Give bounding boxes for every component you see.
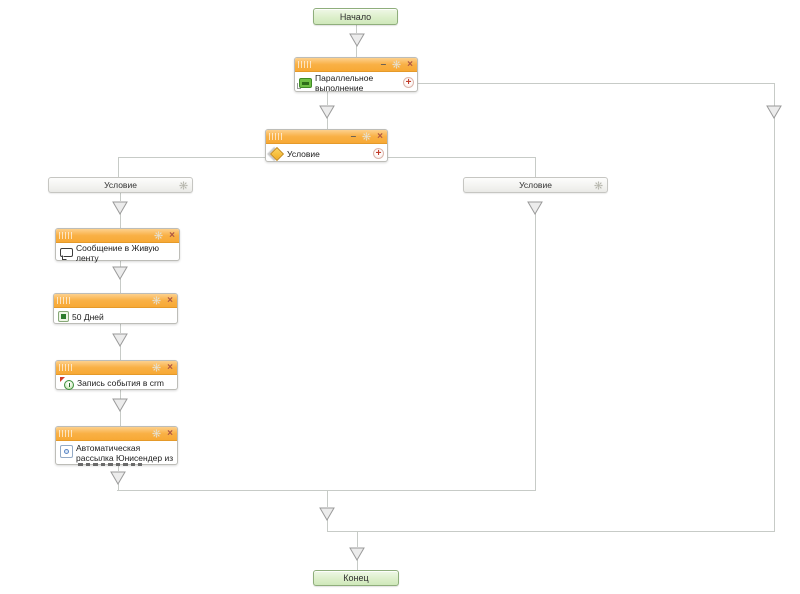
activity-block-mailing[interactable]: × Автоматическая рассылка Юнисендер из bbox=[55, 426, 178, 466]
condition-branch-right[interactable]: Условие bbox=[463, 177, 608, 193]
mailing-icon bbox=[60, 445, 73, 458]
connector-line bbox=[118, 465, 119, 471]
settings-icon[interactable] bbox=[594, 181, 603, 190]
connector-line bbox=[357, 531, 358, 547]
condition-diamond-icon bbox=[269, 146, 285, 161]
close-icon[interactable]: × bbox=[167, 294, 173, 306]
add-branch-button[interactable]: + bbox=[373, 148, 384, 159]
connector-line bbox=[120, 390, 121, 399]
settings-icon[interactable] bbox=[392, 60, 401, 69]
flow-arrow-down-icon bbox=[349, 547, 365, 561]
end-node-label: Конец bbox=[343, 573, 369, 583]
block-titlebar[interactable]: × bbox=[54, 294, 177, 308]
connector-line bbox=[117, 490, 536, 491]
connector-line bbox=[418, 83, 775, 84]
close-icon[interactable]: × bbox=[167, 427, 173, 439]
close-icon[interactable]: × bbox=[377, 130, 383, 142]
connector-line bbox=[118, 157, 119, 177]
connector-line bbox=[356, 46, 357, 57]
settings-icon[interactable] bbox=[152, 429, 161, 438]
drag-grip-icon bbox=[59, 364, 72, 371]
activity-block-delay[interactable]: × 50 Дней bbox=[53, 293, 178, 324]
connector-line bbox=[356, 24, 357, 33]
connector-line bbox=[327, 519, 328, 531]
flow-arrow-down-icon bbox=[319, 507, 335, 521]
connector-line bbox=[327, 490, 328, 507]
minimize-icon[interactable]: – bbox=[350, 131, 357, 142]
block-title: Автоматическая рассылка Юнисендер из bbox=[76, 443, 174, 463]
drag-grip-icon bbox=[298, 61, 311, 68]
connector-line bbox=[327, 118, 328, 129]
flow-arrow-down-icon bbox=[766, 105, 782, 119]
clipped-text-line bbox=[78, 463, 142, 466]
close-icon[interactable]: × bbox=[167, 361, 173, 373]
flow-arrow-down-icon bbox=[319, 105, 335, 119]
flow-arrow-down-icon bbox=[112, 398, 128, 412]
flow-arrow-down-icon bbox=[112, 266, 128, 280]
branch-label: Условие bbox=[519, 180, 552, 190]
block-title: Параллельное выполнение bbox=[315, 72, 374, 93]
block-title: 50 Дней bbox=[72, 311, 104, 322]
start-node[interactable]: Начало bbox=[313, 8, 398, 25]
livefeed-message-icon bbox=[60, 248, 73, 257]
drag-grip-icon bbox=[59, 232, 72, 239]
flow-arrow-down-icon bbox=[527, 201, 543, 215]
drag-grip-icon bbox=[269, 133, 282, 140]
block-title: Запись события в crm bbox=[77, 378, 164, 388]
connector-line bbox=[535, 157, 536, 177]
flow-arrow-down-icon bbox=[112, 333, 128, 347]
settings-icon[interactable] bbox=[179, 181, 188, 190]
connector-line bbox=[357, 560, 358, 570]
condition-branch-left[interactable]: Условие bbox=[48, 177, 193, 193]
block-titlebar[interactable]: – × bbox=[295, 58, 417, 72]
block-titlebar[interactable]: × bbox=[56, 361, 177, 375]
drag-grip-icon bbox=[57, 297, 70, 304]
block-title: Сообщение в Живую ленту bbox=[76, 242, 160, 263]
flow-arrow-down-icon bbox=[110, 471, 126, 485]
block-titlebar[interactable]: – × bbox=[266, 130, 387, 144]
parallel-execution-icon bbox=[297, 77, 312, 89]
connector-line bbox=[120, 213, 121, 228]
connector-line bbox=[120, 193, 121, 201]
connector-line bbox=[327, 531, 775, 532]
add-branch-button[interactable]: + bbox=[403, 77, 414, 88]
connector-line bbox=[327, 92, 328, 105]
settings-icon[interactable] bbox=[152, 296, 161, 305]
block-titlebar[interactable]: × bbox=[56, 229, 179, 243]
settings-icon[interactable] bbox=[362, 132, 371, 141]
connector-line bbox=[120, 261, 121, 267]
connector-line bbox=[120, 324, 121, 333]
close-icon[interactable]: × bbox=[169, 229, 175, 241]
delay-icon bbox=[58, 311, 69, 322]
activity-block-livefeed-message[interactable]: × Сообщение в Живую ленту bbox=[55, 228, 180, 263]
block-title: Условие bbox=[287, 148, 320, 159]
connector-line bbox=[118, 484, 119, 490]
settings-icon[interactable] bbox=[154, 231, 163, 240]
connector-line bbox=[120, 279, 121, 293]
connector-line bbox=[120, 411, 121, 426]
start-node-label: Начало bbox=[339, 11, 372, 22]
branch-label: Условие bbox=[104, 180, 137, 190]
activity-block-parallel[interactable]: – × Параллельное выполнение + bbox=[294, 57, 418, 93]
block-titlebar[interactable]: × bbox=[56, 427, 177, 441]
minimize-icon[interactable]: – bbox=[380, 59, 387, 70]
activity-block-crm-event[interactable]: × Запись события в crm bbox=[55, 360, 178, 390]
connector-line bbox=[118, 157, 265, 158]
connector-line bbox=[120, 346, 121, 360]
crm-event-icon bbox=[60, 376, 74, 390]
connector-line bbox=[388, 157, 536, 158]
connector-line bbox=[774, 83, 775, 531]
flow-arrow-down-icon bbox=[112, 201, 128, 215]
settings-icon[interactable] bbox=[152, 363, 161, 372]
end-node[interactable]: Конец bbox=[313, 570, 399, 586]
close-icon[interactable]: × bbox=[407, 58, 413, 70]
activity-block-condition[interactable]: – × Условие + bbox=[265, 129, 388, 162]
flow-arrow-down-icon bbox=[349, 33, 365, 47]
connector-line bbox=[535, 213, 536, 490]
drag-grip-icon bbox=[59, 430, 72, 437]
